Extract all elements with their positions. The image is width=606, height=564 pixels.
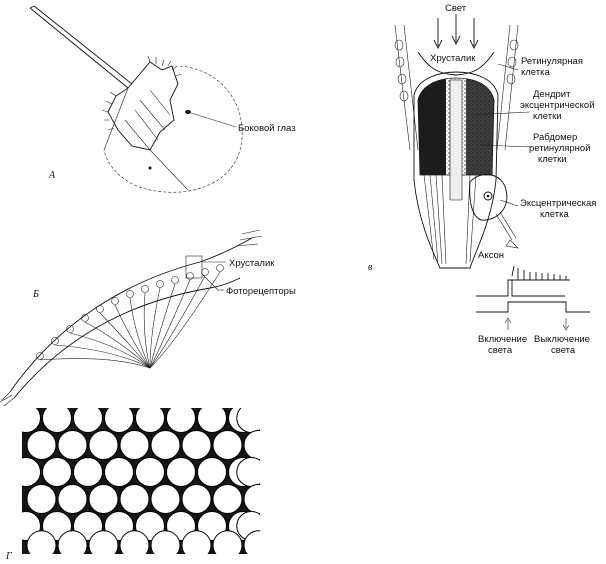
micrograph-cell [57,530,88,554]
dendrite-label-2: эксцентрической [520,100,595,111]
micrograph-cell [243,484,260,514]
micrograph-cell [26,530,57,554]
retinular-cell-label-1: Ретинулярная [521,56,583,67]
ommatidium-drawing [394,14,590,331]
micrograph-cell [212,530,243,554]
light-arrows [433,14,479,50]
micrograph-cell [119,484,150,514]
micrograph-cell [119,530,150,554]
lens-label-b: Хрусталик [229,258,275,269]
dendrite-label-1: Дендрит [533,89,571,100]
micrograph-cell [26,430,57,460]
micrograph-cell [236,408,260,433]
micrograph-cell [26,484,57,514]
light-on-label-1: Включение [478,334,527,345]
micrograph-cell [119,430,150,460]
micrograph-cell [243,430,260,460]
honeycomb-micrograph [22,408,260,554]
micrograph-cell [42,408,72,433]
panel-label-a: А [48,170,56,181]
light-label: Свет [445,3,467,14]
rhabdomere-label-1: Рабдомер [533,132,577,143]
micrograph-cell [42,457,72,487]
lens-label-v: Хрусталик [430,53,476,64]
micrograph-cell [150,430,181,460]
micrograph-cell [135,457,165,487]
micrograph-cell [88,484,119,514]
panel-label-b: Б [32,289,39,300]
lateral-eye-label: Боковой глаз [238,123,296,134]
micrograph-cell [212,430,243,460]
light-off-label-2: света [551,345,576,356]
light-on-label-2: света [488,345,513,356]
micrograph-cell [243,530,260,554]
photoreceptors-label: Фоторецепторы [226,286,296,297]
panel-label-v: в [368,262,373,273]
micrograph-cell [73,408,103,433]
eccentric-cell-label-1: Эксцентрическая [520,198,596,209]
dendrite-label-3: клетки [533,111,562,122]
micrograph-cell [22,457,41,487]
rhabdomere-label-3: клетки [538,154,567,165]
micrograph-cell [104,457,134,487]
micrograph-cell [181,430,212,460]
micrograph-cell [150,484,181,514]
micrograph-cell [57,484,88,514]
micrograph-cell [88,430,119,460]
micrograph-cell [166,457,196,487]
micrograph-cell [236,457,260,487]
micrograph-cell [135,408,165,433]
micrograph-cell [88,530,119,554]
micrograph-cell [181,484,212,514]
micrograph-cell [197,408,227,433]
rhabdomere-label-2: ретинулярной [529,143,591,154]
light-off-label-1: Выключение [534,334,590,345]
micrograph-cell [57,430,88,460]
micrograph-cell [104,408,134,433]
axon-label: Аксон [478,250,504,261]
micrograph-cell [166,408,196,433]
micrograph-cell [197,457,227,487]
retinular-cell-label-2: клетка [521,67,550,78]
horseshoe-crab-drawing [29,5,243,193]
panel-label-g: Г [5,551,12,562]
micrograph-cell [181,530,212,554]
micrograph-cell [150,530,181,554]
micrograph-cell [22,408,41,433]
micrograph-cell [212,484,243,514]
eye-section-drawing [0,229,263,407]
micrograph-cell [73,457,103,487]
eccentric-cell-label-2: клетка [540,209,569,220]
